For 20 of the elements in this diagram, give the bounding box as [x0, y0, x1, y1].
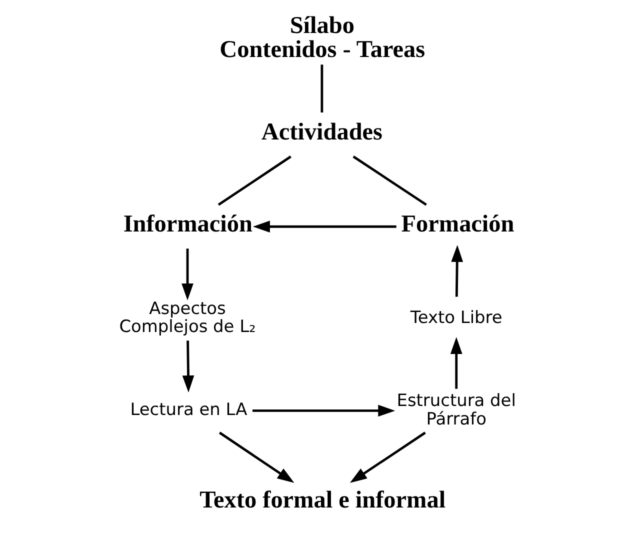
arrow [182, 340, 194, 392]
arrow [252, 220, 396, 233]
node-text: Estructura del Párrafo [396, 390, 516, 428]
arrow [252, 404, 396, 417]
arrow [182, 248, 194, 300]
node-text: Aspectos Complejos de L₂ [119, 298, 256, 336]
arrow [218, 432, 294, 483]
node-text: Actividades [261, 118, 382, 146]
connector [218, 156, 292, 206]
node-text: Formación [401, 210, 514, 238]
node-text: Lectura en LA [130, 399, 248, 420]
arrow [350, 432, 426, 483]
node-text: Texto Libre [410, 307, 502, 328]
node-text: Texto formal e informal [200, 486, 446, 514]
arrow [450, 336, 462, 389]
node-text: Información [123, 210, 252, 238]
arrow [451, 244, 464, 297]
connector [320, 64, 324, 112]
connector [352, 156, 427, 206]
node-text: Sílabo Contenidos - Tareas [220, 12, 426, 64]
